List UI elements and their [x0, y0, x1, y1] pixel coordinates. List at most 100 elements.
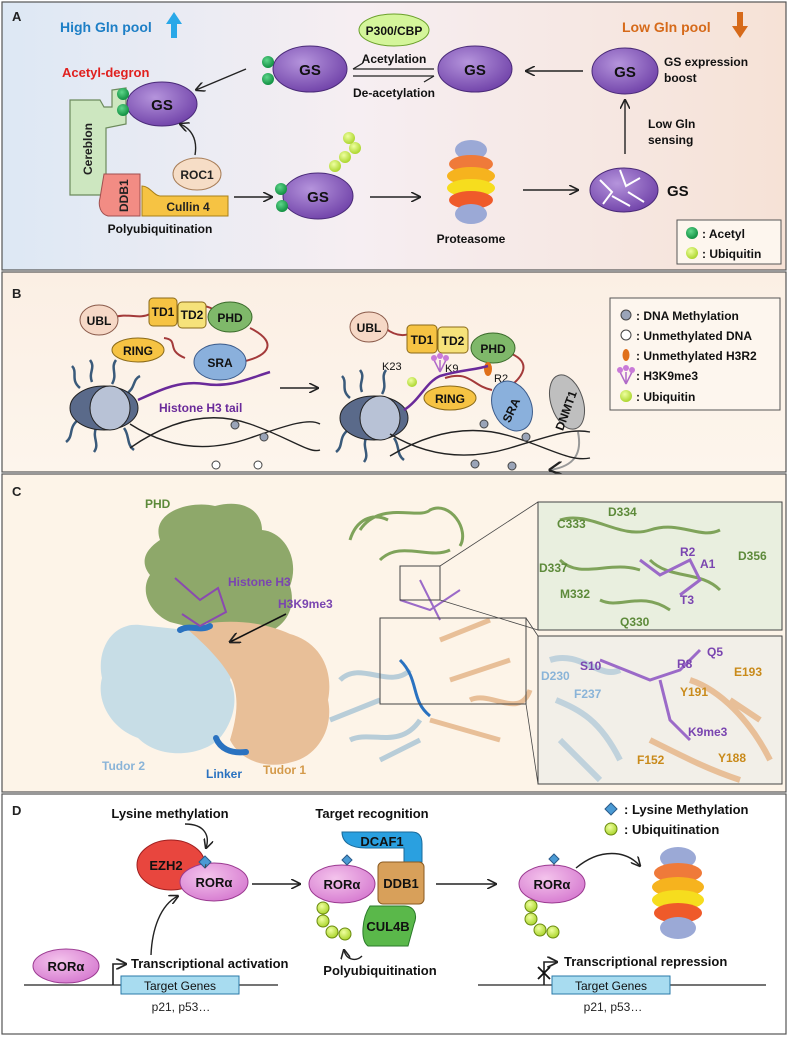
inset-label: K9me3 — [688, 725, 728, 739]
panel-d-letter: D — [12, 803, 21, 818]
inset-label: T3 — [680, 593, 694, 607]
arrow — [112, 964, 126, 985]
panel-d: D Lysine methylation EZH2 RORα RORα Tran… — [1, 793, 787, 1035]
lysine-methylation-legend-icon — [604, 802, 618, 816]
block-x-icon — [537, 966, 551, 980]
ror-ellipse — [518, 864, 586, 904]
degraded-gs-icon — [589, 167, 659, 213]
ubiquitin-dot — [524, 912, 538, 926]
h3k9me3-marker — [433, 359, 447, 373]
acetyl-dot — [275, 183, 287, 195]
target-genes-label: Target Genes — [144, 979, 216, 993]
ubiquitin-dot — [325, 925, 339, 939]
proteasome-label: Proteasome — [437, 232, 506, 246]
ddb1-label: DDB1 — [383, 876, 418, 891]
legend-ubiquitin: : Ubiquitin — [636, 390, 695, 404]
legend-h3k9me3: : H3K9me3 — [636, 369, 698, 383]
polyubiquitination-label: Polyubiquitination — [323, 963, 436, 978]
cullin4-shape — [141, 185, 229, 217]
linker-line — [109, 304, 269, 363]
sra-domain — [491, 380, 533, 432]
cul4b-shape — [362, 905, 417, 947]
dna-methylation-dot — [259, 432, 269, 442]
tudor2-label: Tudor 2 — [102, 759, 145, 773]
inset-label: Y188 — [718, 751, 746, 765]
target-genes-label: Target Genes — [575, 979, 647, 993]
inset-bottom-tudor2 — [549, 655, 623, 783]
target-recognition-label: Target recognition — [315, 806, 428, 821]
panel-a: A High Gln pool Low Gln pool P300/CBP GS… — [1, 1, 787, 271]
dcaf1-label: DCAF1 — [360, 834, 403, 849]
legend-ubiquitination: : Ubiquitination — [624, 822, 719, 837]
acetyl-legend-dot — [686, 227, 698, 239]
dna-methylation-dot — [521, 432, 531, 442]
ddb1-shape — [377, 861, 425, 905]
cereblon-label: Cereblon — [81, 123, 95, 175]
unmethylated-dna-dot — [211, 460, 221, 470]
proteasome-icon — [652, 847, 704, 939]
arrow — [575, 852, 640, 869]
unmethylated-dna-legend-dot — [620, 329, 632, 341]
unmethylated-dna-dot — [253, 460, 263, 470]
histone-tail-line — [137, 370, 271, 402]
panel-b: B UBL TD1 TD2 PHD RING SRA Histone H3 ta… — [1, 271, 787, 472]
gs-acetylated-ellipse — [272, 45, 348, 93]
k23-label: K23 — [382, 361, 402, 373]
roc1-ellipse — [172, 157, 222, 191]
acetylation-label: Acetylation — [362, 52, 427, 66]
acetyl-dot — [262, 73, 274, 85]
td1-domain — [148, 297, 178, 327]
ubiquitin-legend-dot — [620, 390, 632, 402]
sra-label: SRA — [207, 356, 233, 370]
ezh2-label: EZH2 — [149, 858, 182, 873]
gs-label: GS — [464, 62, 486, 79]
p300-cbp-label: P300/CBP — [366, 24, 423, 38]
phd-label: PHD — [145, 497, 171, 511]
inset-label: S10 — [580, 659, 602, 673]
ror-label: RORα — [48, 959, 85, 974]
ring-label: RING — [123, 344, 153, 358]
ubiquitination-legend-dot — [604, 822, 618, 836]
high-gln-pool-label: High Gln pool — [60, 19, 152, 35]
gs-label: GS — [614, 64, 636, 81]
legend-unmethylated-h3r2: : Unmethylated H3R2 — [636, 349, 757, 363]
linker-label: Linker — [206, 767, 242, 781]
sra-domain — [193, 343, 247, 381]
transcriptional-activation-label: Transcriptional activation — [131, 956, 289, 971]
arrow — [184, 823, 207, 848]
ubiquitin-dot — [524, 899, 538, 913]
histone-h3-label: Histone H3 — [228, 575, 291, 589]
ubl-label: UBL — [357, 321, 382, 335]
legend-b — [609, 297, 781, 411]
panel-c-letter: C — [12, 484, 22, 499]
ubiquitin-dot — [338, 927, 352, 941]
inset-label: A1 — [700, 557, 716, 571]
inset-label: D337 — [539, 561, 568, 575]
dna-methylation-dot — [230, 420, 240, 430]
acetyl-dot — [262, 56, 274, 68]
legend-ubiquitin-label: : Ubiquitin — [702, 247, 761, 261]
inset-label: D334 — [608, 505, 637, 519]
lysine-methylation-label: Lysine methylation — [111, 806, 228, 821]
td1-domain — [406, 324, 438, 354]
arrow — [344, 950, 363, 961]
panel-a-letter: A — [12, 9, 22, 24]
dna-methylation-dot — [479, 419, 489, 429]
inset-bottom-peptide — [599, 648, 702, 742]
legend-dna-methylation: : DNA Methylation — [636, 309, 739, 323]
ubiquitin-dot — [316, 901, 330, 915]
td1-label: TD1 — [411, 333, 434, 347]
inset-label: F152 — [637, 753, 665, 767]
inset-label: R8 — [677, 657, 693, 671]
target-genes-box — [120, 975, 240, 995]
panel-c: C PHD Histone H3 H3K9me3 Tudor 2 Linker … — [1, 473, 787, 793]
arrow — [150, 896, 178, 956]
genes-list-label: p21, p53… — [152, 1000, 211, 1014]
cul4b-label: CUL4B — [366, 919, 409, 934]
legend-unmethylated-dna: : Unmethylated DNA — [636, 329, 752, 343]
ubl-domain — [349, 311, 389, 343]
td2-domain — [437, 326, 469, 354]
acetyl-degron-label: Acetyl-degron — [62, 65, 149, 80]
gs-ellipse — [591, 47, 659, 95]
